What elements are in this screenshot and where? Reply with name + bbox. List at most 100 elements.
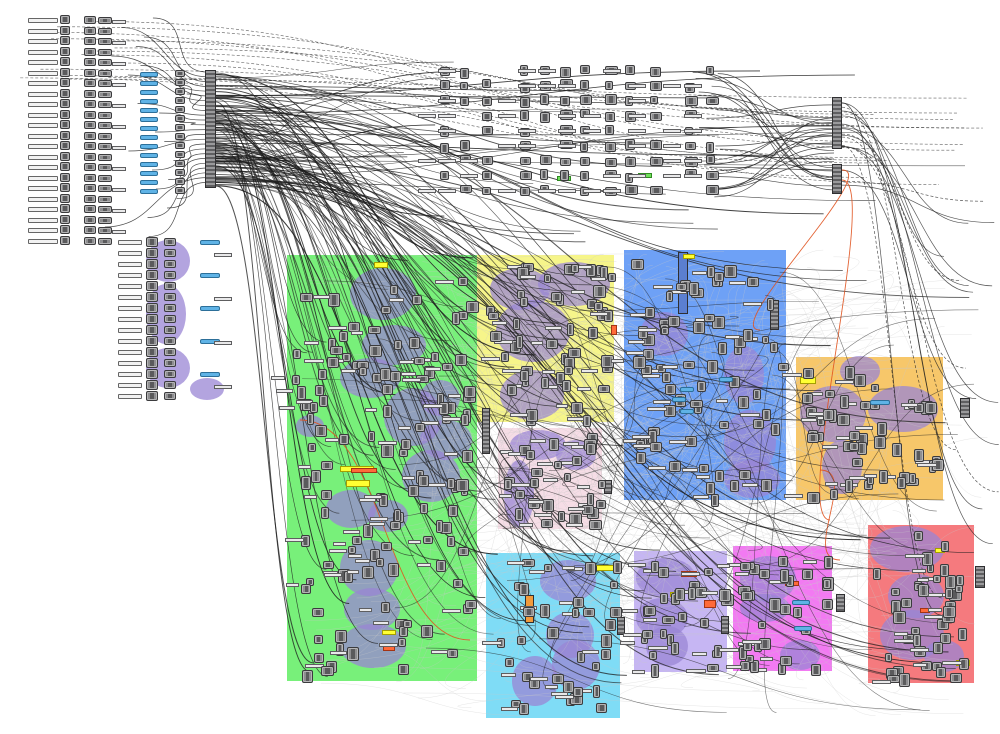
lilac-group-node[interactable]	[658, 566, 669, 578]
orange-group-node[interactable]	[830, 488, 838, 500]
green-group-node[interactable]	[302, 670, 313, 684]
blue-group-node[interactable]	[753, 419, 765, 430]
number-slider[interactable]	[28, 91, 58, 97]
blue-group-node[interactable]	[710, 493, 719, 508]
number-slider[interactable]	[28, 81, 58, 86]
orange-group-node[interactable]	[802, 367, 814, 380]
red-output-component[interactable]	[975, 566, 985, 588]
magenta-group-node[interactable]	[780, 569, 790, 583]
orange-group-node[interactable]	[913, 402, 925, 414]
component-node[interactable]	[706, 141, 715, 153]
blue-group-node[interactable]	[738, 470, 752, 481]
green-group-node[interactable]	[390, 520, 402, 531]
number-parameter[interactable]	[140, 72, 158, 77]
component-node[interactable]	[146, 270, 158, 280]
green-group-node[interactable]	[465, 301, 479, 313]
green-group-node[interactable]	[358, 367, 367, 377]
component-node[interactable]	[146, 248, 158, 258]
component-node[interactable]	[482, 156, 493, 165]
number-slider[interactable]	[28, 207, 58, 212]
cyan-group-node[interactable]	[596, 702, 608, 713]
green-group-node[interactable]	[312, 608, 324, 618]
green-group-node[interactable]	[403, 619, 413, 629]
green-group-node[interactable]	[313, 652, 324, 664]
component-node[interactable]	[164, 304, 176, 312]
orange-group-node[interactable]	[824, 389, 835, 399]
cyan-group-node[interactable]	[583, 607, 596, 617]
component-node[interactable]	[98, 48, 112, 56]
yellow-group-node[interactable]	[520, 370, 530, 383]
yellow-group-node[interactable]	[594, 302, 604, 311]
magenta-group-node[interactable]	[821, 598, 834, 611]
component-node[interactable]	[60, 99, 70, 108]
green-group-node[interactable]	[346, 646, 359, 661]
component-node[interactable]	[84, 226, 96, 234]
component-node[interactable]	[146, 292, 158, 302]
component-node[interactable]	[164, 359, 176, 367]
orange-group-node[interactable]	[879, 469, 888, 484]
blue-merge-component[interactable]	[770, 300, 779, 330]
green-group-node[interactable]	[461, 414, 469, 426]
cyan-group-node[interactable]	[601, 648, 611, 661]
component-node[interactable]	[164, 337, 176, 345]
number-parameter[interactable]	[870, 400, 890, 405]
blue-group-node[interactable]	[770, 423, 780, 437]
component-node[interactable]	[146, 336, 158, 346]
red-group-node[interactable]	[950, 672, 963, 683]
blue-group-node[interactable]	[714, 470, 725, 483]
green-group-node[interactable]	[447, 649, 458, 659]
cyan-group-node[interactable]	[518, 583, 530, 597]
red-group-node[interactable]	[872, 568, 881, 580]
component-node[interactable]	[164, 370, 176, 378]
green-group-node[interactable]	[423, 366, 436, 379]
blue-group-node[interactable]	[699, 463, 709, 474]
yellow-group-node[interactable]	[566, 322, 574, 336]
orange-group-node[interactable]	[849, 441, 860, 452]
green-group-node[interactable]	[414, 423, 425, 433]
number-slider[interactable]	[28, 49, 58, 55]
green-group-node[interactable]	[375, 558, 384, 568]
component-node[interactable]	[164, 381, 176, 389]
component-node[interactable]	[60, 235, 70, 245]
green-group-node[interactable]	[335, 630, 348, 644]
component-node[interactable]	[146, 325, 158, 335]
blue-group-node[interactable]	[635, 452, 646, 465]
component-node[interactable]	[164, 315, 176, 323]
component-node[interactable]	[164, 392, 176, 400]
green-group-node[interactable]	[399, 448, 408, 457]
green-group-node[interactable]	[422, 535, 434, 545]
yellow-group-node[interactable]	[556, 372, 566, 385]
number-parameter[interactable]	[140, 135, 158, 140]
component-node[interactable]	[84, 215, 96, 224]
component-node[interactable]	[560, 169, 569, 181]
number-slider[interactable]	[28, 28, 58, 34]
lilac-group-node[interactable]	[662, 615, 676, 624]
orange-group-node[interactable]	[807, 492, 820, 505]
blue-group-node[interactable]	[769, 342, 779, 353]
magenta-group-node[interactable]	[778, 555, 789, 568]
magenta-group-node[interactable]	[741, 591, 754, 602]
yellow-group-node[interactable]	[604, 309, 613, 322]
blue-group-node[interactable]	[730, 479, 739, 492]
pink-group-node[interactable]	[585, 442, 596, 455]
red-group-node[interactable]	[922, 552, 934, 566]
blue-group-node[interactable]	[737, 395, 749, 410]
component-node[interactable]	[146, 281, 158, 291]
blue-group-node[interactable]	[666, 291, 674, 303]
yellow-group-node[interactable]	[487, 312, 499, 321]
green-group-node[interactable]	[383, 405, 393, 419]
number-parameter[interactable]	[200, 306, 220, 311]
component-node[interactable]	[460, 96, 470, 107]
lilac-group-node[interactable]	[687, 587, 697, 601]
red-group-node[interactable]	[932, 575, 942, 584]
component-node[interactable]	[98, 111, 112, 119]
number-slider[interactable]	[28, 102, 58, 107]
green-group-node[interactable]	[380, 541, 392, 552]
lilac-group-node[interactable]	[659, 629, 668, 640]
blue-group-node[interactable]	[747, 277, 759, 287]
output-merge-component-1[interactable]	[832, 97, 842, 149]
blue-group-node[interactable]	[682, 360, 696, 369]
number-slider[interactable]	[28, 228, 58, 233]
green-group-node[interactable]	[462, 449, 473, 463]
component-node[interactable]	[520, 171, 532, 181]
